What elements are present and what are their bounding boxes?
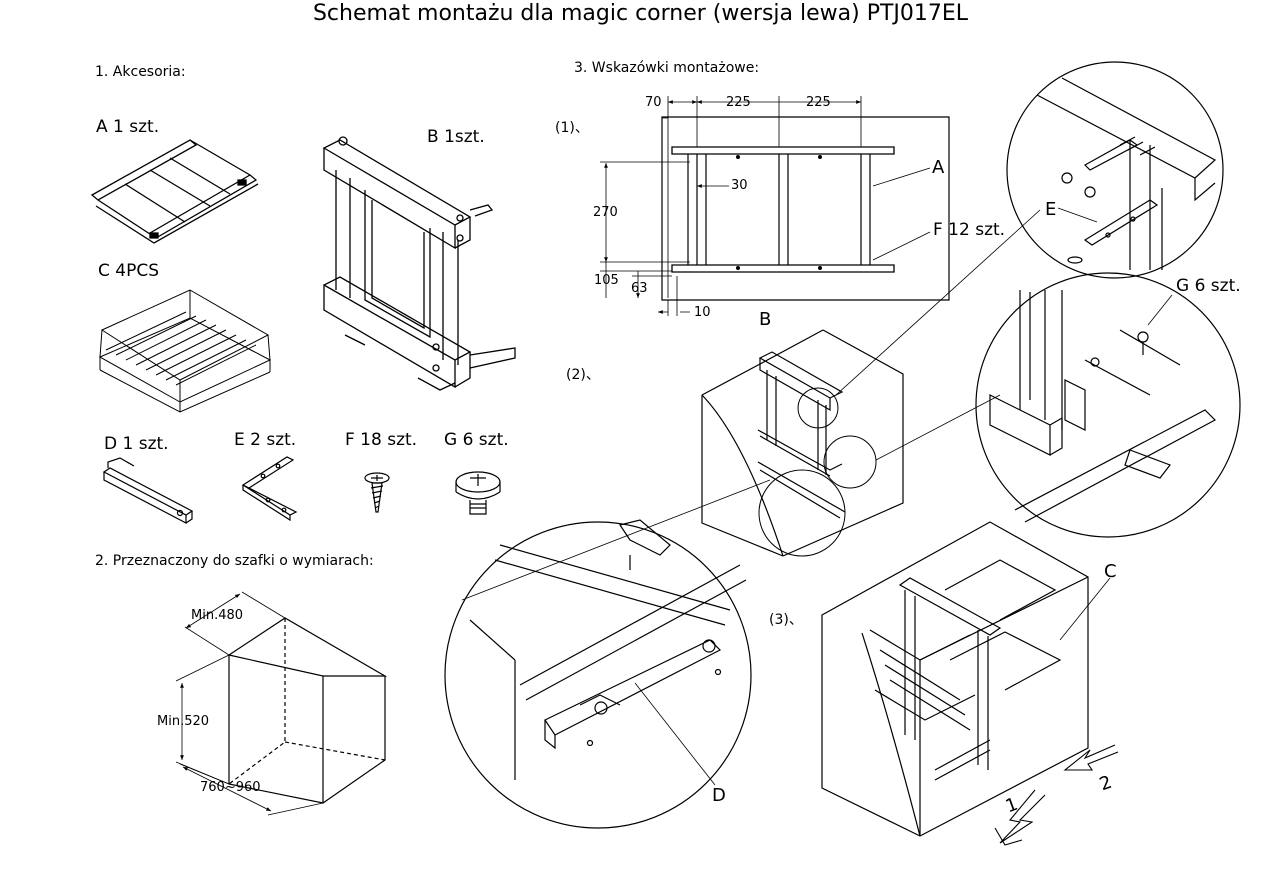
part-a-rail-frame (92, 140, 258, 243)
callout-g: G 6 szt. (1176, 276, 1241, 296)
step-3-cabinet (822, 522, 1110, 836)
part-g-label: G 6 szt. (444, 430, 509, 450)
callout-a: A (932, 157, 945, 178)
dim-70: 70 (645, 95, 662, 110)
callout-c: C (1104, 561, 1117, 582)
part-c-wire-basket (100, 290, 270, 412)
part-d-label: D 1 szt. (104, 434, 169, 454)
cabinet-dim-lines (176, 592, 323, 815)
detail-circle-e (1007, 62, 1223, 278)
dim-105: 105 (594, 273, 619, 288)
detail-circle-g (976, 273, 1240, 537)
part-e-label: E 2 szt. (234, 430, 297, 450)
section-accessories: 1. Akcesoria: (95, 64, 186, 80)
part-a-label: A 1 szt. (96, 117, 160, 137)
plan-view-step-1 (662, 117, 949, 300)
step-1-label: (1)、 (555, 120, 589, 136)
cabinet-dimension-box (229, 618, 385, 803)
part-f-label: F 18 szt. (345, 430, 418, 450)
part-b-lift-frame (324, 137, 515, 390)
section-instructions: 3. Wskazówki montażowe: (574, 60, 760, 76)
callout-b: B (759, 309, 772, 330)
step-3-label: (3)、 (769, 612, 803, 628)
part-g-screw (456, 472, 500, 514)
part-e-angle-bracket (243, 457, 296, 520)
step-2-label: (2)、 (566, 367, 600, 383)
section-cabinet-size: 2. Przeznaczony do szafki o wymiarach: (95, 553, 374, 569)
page-title: Schemat montażu dla magic corner (wersja… (312, 1, 969, 26)
callout-f: F 12 szt. (933, 220, 1006, 240)
step-2-cabinet (462, 210, 1040, 600)
part-f-screw (365, 473, 389, 512)
plan-view-dim-lines (600, 96, 930, 316)
detail-circle-d (445, 520, 751, 828)
dim-10: 10 (694, 305, 711, 320)
dim-30: 30 (731, 178, 748, 193)
callout-e: E (1045, 199, 1057, 220)
part-b-label: B 1szt. (427, 127, 485, 147)
part-d-bracket (104, 458, 192, 523)
callout-d: D (712, 785, 726, 806)
part-c-label: C 4PCS (98, 261, 160, 281)
direction-arrows (995, 745, 1118, 845)
dim-63: 63 (631, 281, 648, 296)
